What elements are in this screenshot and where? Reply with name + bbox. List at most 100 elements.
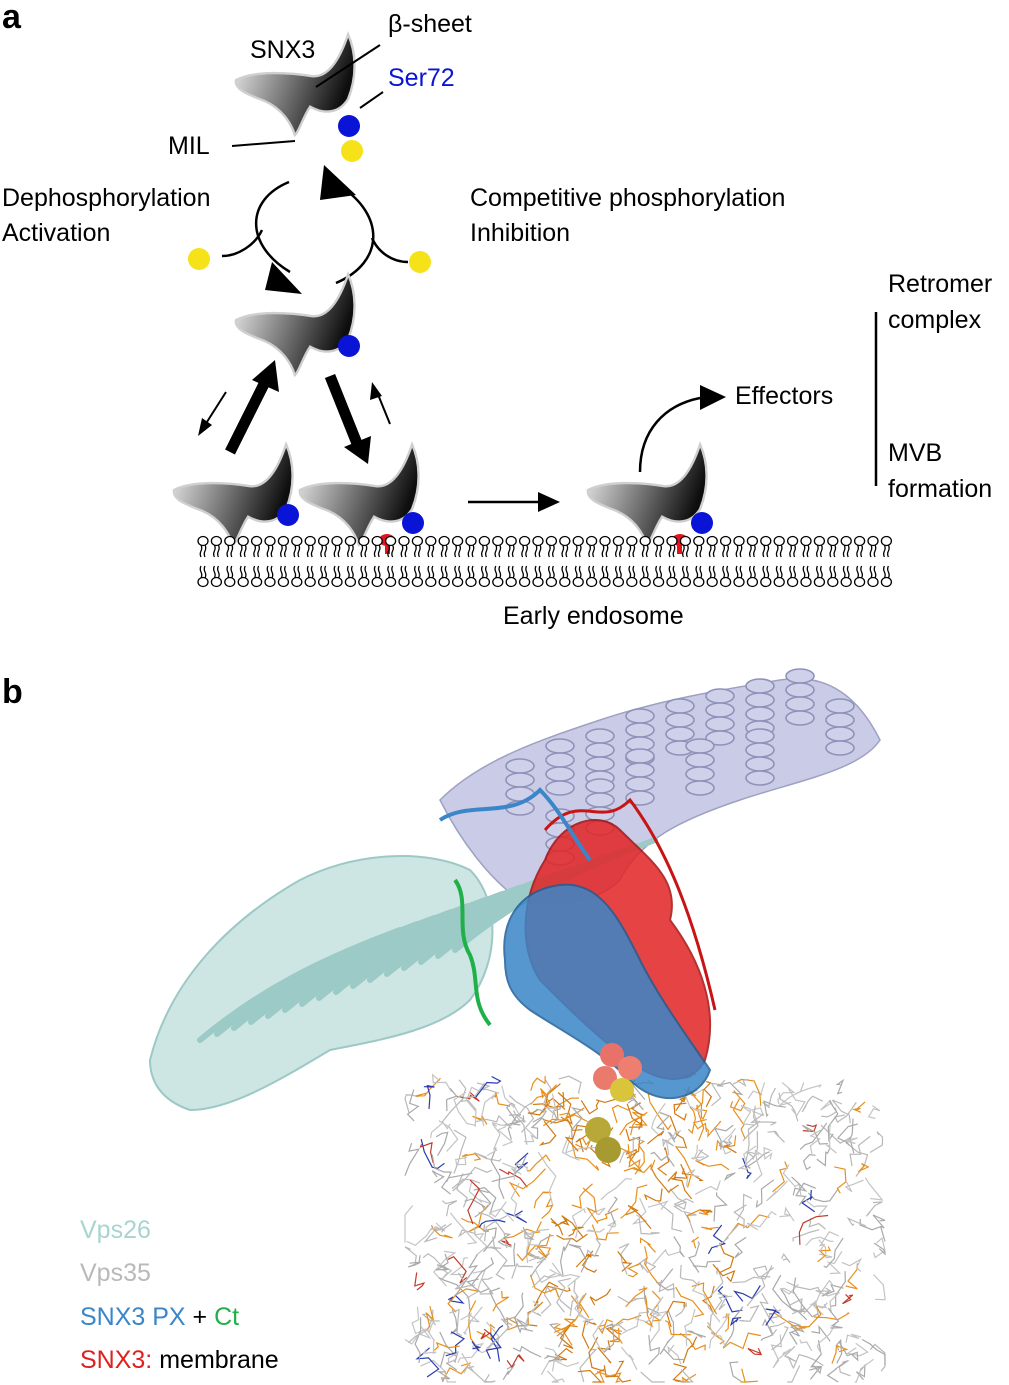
- md-lipid: [793, 1230, 819, 1242]
- md-lipid: [534, 1282, 558, 1306]
- md-lipid: [621, 1347, 637, 1370]
- md-lipid: [684, 1212, 696, 1233]
- vps35-helix-turn: [786, 683, 814, 697]
- md-lipid: [588, 1229, 605, 1232]
- md-lipid: [405, 1206, 413, 1243]
- md-lipid: [780, 1208, 795, 1221]
- md-lipid: [770, 1322, 785, 1334]
- vps35-helix-turn: [746, 743, 774, 757]
- md-lipid: [819, 1240, 832, 1258]
- md-lipid: [487, 1124, 500, 1156]
- md-lipid: [669, 1132, 680, 1143]
- md-lipid: [587, 1238, 600, 1256]
- md-lipid: [753, 1131, 758, 1159]
- vps35-helix-turn: [706, 689, 734, 703]
- md-lipid: [513, 1347, 541, 1357]
- legend-vps26: Vps26: [80, 1218, 151, 1243]
- md-lipid: [421, 1360, 457, 1382]
- md-lipid: [694, 1261, 721, 1268]
- md-lipid: [645, 1189, 662, 1201]
- vps35-helix-turn: [586, 743, 614, 757]
- legend-snx3-membrane: SNX3: membrane: [80, 1348, 279, 1373]
- md-lipid: [809, 1218, 825, 1229]
- vps35-helix-turn: [826, 699, 854, 713]
- vps35-helix-turn: [826, 713, 854, 727]
- legend-ct: Ct: [214, 1303, 239, 1331]
- vps35-helix-turn: [706, 703, 734, 717]
- vps35-helix-turn: [546, 781, 574, 795]
- md-lipid: [692, 1237, 699, 1248]
- vps35-helix-turn: [826, 741, 854, 755]
- md-lipid: [421, 1143, 434, 1163]
- md-lipid: [653, 1249, 679, 1264]
- md-lipid: [710, 1296, 732, 1328]
- md-lipid: [647, 1131, 663, 1144]
- md-lipid: [561, 1238, 572, 1276]
- vps35-helix-turn: [786, 669, 814, 683]
- md-lipid: [531, 1076, 545, 1091]
- md-lipid: [626, 1288, 648, 1307]
- md-lipid: [421, 1139, 444, 1168]
- vps35-helix-turn: [546, 753, 574, 767]
- vps35-helix-turn: [686, 781, 714, 795]
- md-lipid: [848, 1219, 866, 1227]
- vps35-helix-turn: [706, 717, 734, 731]
- md-lipid: [696, 1161, 730, 1170]
- md-lipid: [773, 1162, 788, 1192]
- md-lipid: [493, 1291, 509, 1311]
- md-lipid: [641, 1238, 656, 1252]
- vps35-helix-turn: [746, 693, 774, 707]
- md-lipid: [696, 1149, 708, 1160]
- md-lipid: [701, 1227, 718, 1230]
- vps35-helix-turn: [506, 773, 534, 787]
- md-lipid: [675, 1199, 694, 1209]
- vps35-helix-turn: [666, 727, 694, 741]
- md-lipid: [502, 1086, 520, 1116]
- md-lipid: [511, 1183, 521, 1217]
- md-lipid: [723, 1307, 743, 1348]
- md-lipid: [651, 1168, 678, 1192]
- md-lipid: [714, 1192, 727, 1221]
- vps35-helix-turn: [586, 757, 614, 771]
- md-lipid: [440, 1332, 455, 1367]
- md-lipid: [689, 1242, 699, 1273]
- md-lipid: [641, 1372, 665, 1382]
- md-lipid: [873, 1215, 885, 1228]
- md-lipid: [649, 1335, 660, 1364]
- md-lipid: [621, 1185, 648, 1218]
- md-lipid: [866, 1178, 883, 1200]
- md-lipid: [572, 1209, 585, 1238]
- md-lipid: [741, 1369, 758, 1382]
- md-lipid: [408, 1090, 419, 1121]
- vps35-helix-turn: [546, 767, 574, 781]
- md-lipid: [424, 1339, 437, 1353]
- md-lipid: [802, 1096, 823, 1112]
- md-lipid: [412, 1307, 427, 1334]
- md-lipid: [514, 1317, 533, 1332]
- membrane-md: [405, 1072, 885, 1382]
- md-lipid: [768, 1131, 785, 1142]
- md-lipid: [832, 1346, 847, 1364]
- md-lipid: [580, 1350, 596, 1382]
- md-lipid: [866, 1202, 882, 1216]
- md-lipid: [632, 1160, 655, 1173]
- md-lipid: [559, 1076, 581, 1093]
- md-lipid: [870, 1132, 883, 1153]
- md-lipid: [538, 1247, 550, 1258]
- md-lipid: [846, 1180, 864, 1192]
- md-lipid: [735, 1237, 746, 1257]
- md-lipid: [730, 1362, 742, 1382]
- md-lipid: [674, 1236, 684, 1257]
- md-lipid: [725, 1173, 735, 1180]
- md-lipid: [782, 1254, 791, 1263]
- md-lipid: [572, 1184, 593, 1208]
- md-lipid: [808, 1189, 838, 1202]
- vps35-helix-turn: [546, 739, 574, 753]
- md-lipid: [408, 1255, 421, 1267]
- md-lipid: [507, 1355, 524, 1368]
- md-lipid: [810, 1340, 821, 1379]
- vps35-helix-turn: [626, 777, 654, 791]
- vps35-helix-turn: [746, 729, 774, 743]
- md-lipid: [843, 1294, 853, 1303]
- md-lipid: [668, 1164, 687, 1181]
